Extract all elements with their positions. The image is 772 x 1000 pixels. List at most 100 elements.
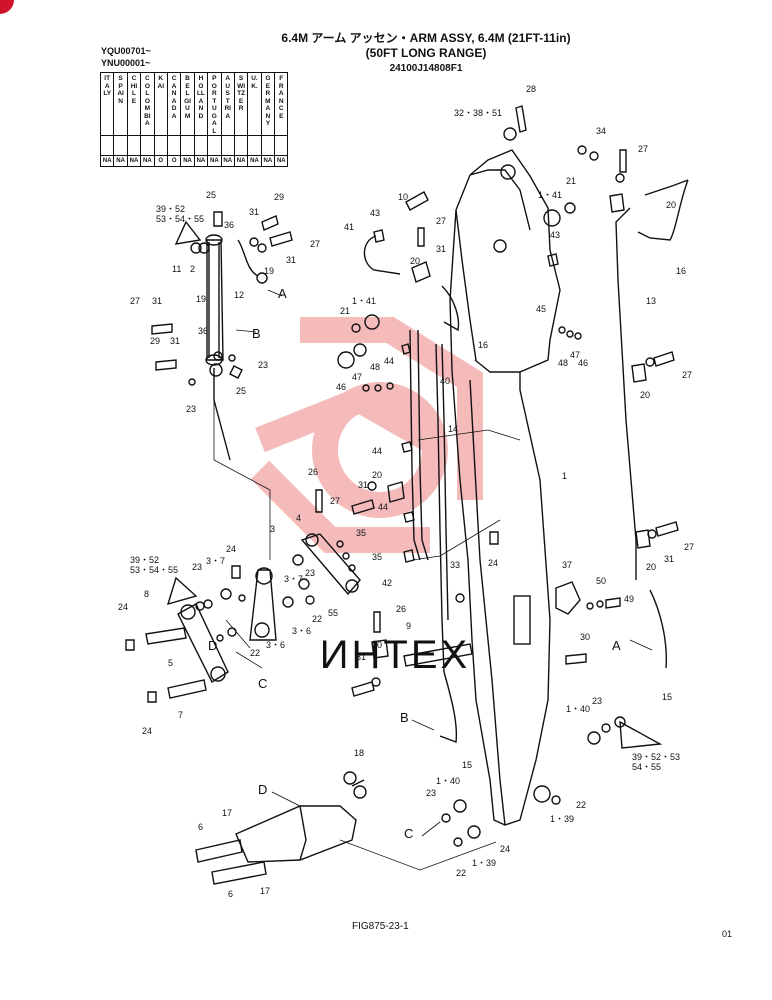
connector-b-top: B: [252, 326, 261, 341]
arm-body: [449, 149, 561, 826]
hose-15-lower: [439, 671, 458, 743]
callout-6b: 6: [228, 889, 233, 899]
callout-23a: 23: [186, 404, 196, 414]
bucket-bracket: [235, 805, 357, 863]
callout-43a: 43: [370, 208, 380, 218]
callout-25a: 25: [206, 190, 216, 200]
country-code: NA: [99, 155, 115, 167]
callout-20e: 20: [410, 256, 420, 266]
callout-54-55: 54・55: [632, 762, 661, 772]
callout-32: 32・38・51: [454, 108, 502, 118]
callout-1-39-b: 1・39: [472, 858, 496, 868]
callout-23f: 23: [426, 788, 436, 798]
country-code: O: [153, 155, 168, 167]
callout-31h: 31: [356, 652, 366, 662]
callout-15a: 15: [662, 692, 672, 702]
callout-26a: 26: [308, 467, 318, 477]
connector-d-bottom: D: [258, 782, 267, 797]
callout-34: 34: [596, 126, 606, 136]
callout-1-40-b: 1・40: [436, 776, 460, 786]
callout-5: 5: [168, 658, 173, 668]
country-name: BELGIUM: [184, 75, 191, 120]
callout-11: 11: [172, 264, 181, 274]
callout-10: 10: [398, 192, 408, 202]
callout-23b: 23: [258, 360, 268, 370]
callout-46a: 46: [336, 382, 346, 392]
callout-14: 14: [448, 424, 458, 434]
callout-6a: 6: [198, 822, 203, 832]
hose-13: [615, 207, 637, 580]
callout-2: 2: [190, 264, 195, 274]
callout-36b: 36: [198, 326, 208, 336]
callout-8: 8: [144, 589, 149, 599]
callout-7: 7: [178, 710, 183, 720]
callout-43b: 43: [550, 230, 560, 240]
watermark-logo: [250, 317, 483, 553]
figure-number: FIG875-23-1: [352, 921, 409, 932]
callout-22b: 22: [312, 614, 322, 624]
callout-33: 33: [450, 560, 460, 570]
callout-20a: 20: [666, 200, 676, 210]
callout-30: 30: [580, 632, 590, 642]
country-header: AUSTRIA: [220, 72, 235, 136]
callout-23c: 23: [192, 562, 202, 572]
country-code: NA: [220, 155, 235, 167]
callout-36a: 36: [224, 220, 234, 230]
callout-23e: 23: [592, 696, 602, 706]
callout-44a: 44: [384, 356, 394, 366]
hose-41: [363, 235, 401, 275]
country-name: PORTUGAL: [211, 75, 217, 135]
callout-48a: 48: [370, 362, 380, 372]
callout-23d: 23: [305, 568, 315, 578]
callout-22c: 22: [576, 800, 586, 810]
page-number: 01: [722, 929, 733, 939]
callout-48b: 48: [558, 358, 568, 368]
callout-20f: 20: [372, 640, 382, 650]
country-name: COLOMBIA: [144, 75, 151, 127]
connector-c-bottom: C: [404, 826, 413, 841]
callout-1-39-a: 1・39: [550, 814, 574, 824]
callout-3-7-b: 3・7: [284, 574, 303, 584]
country-name: CHILE: [130, 75, 138, 105]
callout-1-41-a: 1・41: [538, 190, 562, 200]
callout-31b: 31: [286, 255, 296, 265]
callout-20c: 20: [646, 562, 656, 572]
callout-27a: 27: [310, 239, 320, 249]
callout-31d: 31: [170, 336, 180, 346]
country-name: GERMANY: [265, 75, 271, 127]
callout-39-52-53: 39・52・53: [632, 752, 680, 762]
callout-31a: 31: [249, 207, 259, 217]
callout-27e: 27: [682, 370, 692, 380]
country-name: FRANCE: [278, 75, 284, 120]
callout-31e: 31: [436, 244, 446, 254]
diagram-subtitle: (50FT LONG RANGE): [365, 46, 487, 60]
callout-1-41-b: 1・41: [352, 296, 376, 306]
country-code: NA: [274, 155, 289, 167]
callout-4: 4: [296, 513, 301, 523]
callout-42: 42: [382, 578, 392, 588]
country-header: COLOMBIA: [140, 72, 155, 136]
callout-27f: 27: [684, 542, 694, 552]
connector-a-right: A: [612, 638, 621, 653]
callout-13: 13: [646, 296, 656, 306]
watermark-text: ИНТЕХ: [320, 633, 470, 677]
callout-27g: 27: [330, 496, 340, 506]
callout-31f: 31: [358, 480, 368, 490]
callout-39-52-b: 39・52: [130, 555, 159, 565]
arm-cylinder: [206, 239, 224, 361]
callout-24d: 24: [488, 558, 498, 568]
callout-22a: 22: [250, 648, 260, 658]
callout-55: 55: [328, 608, 338, 618]
part-number: 24100J14808F1: [389, 63, 463, 74]
country-name: SWITZER: [237, 75, 246, 112]
callout-12: 12: [234, 290, 244, 300]
callout-44b: 44: [372, 446, 382, 456]
connector-d-left: D: [208, 638, 217, 653]
serial-range-1: YQU00701~: [101, 46, 151, 56]
callout-27b: 27: [130, 296, 140, 306]
callout-18: 18: [354, 748, 364, 758]
callout-25b: 25: [236, 386, 246, 396]
callout-53-54-55-b: 53・54・55: [130, 565, 178, 575]
callout-31c: 31: [152, 296, 162, 306]
